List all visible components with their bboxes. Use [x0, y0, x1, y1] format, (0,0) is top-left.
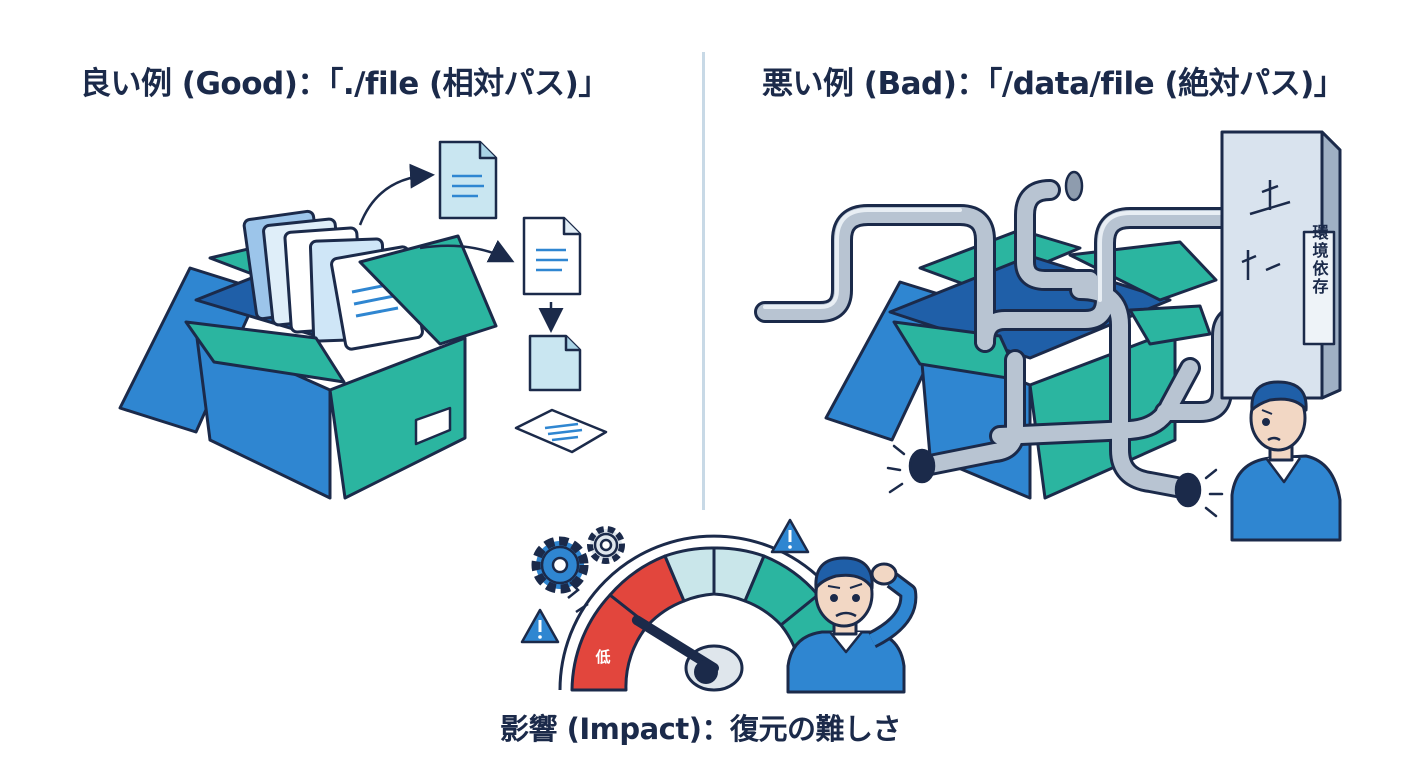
- good-example-title: 良い例 (Good)：「./file (相対パス)」: [80, 66, 609, 102]
- leak-burst-marks: [886, 444, 1224, 518]
- warning-icon: [520, 608, 560, 644]
- sign-label-char-1: 環境依存: [1310, 224, 1329, 296]
- gear-icon: [531, 536, 589, 594]
- good-open-box: [118, 209, 498, 500]
- document-icon: [438, 140, 498, 220]
- bad-example-title: 悪い例 (Bad)：「/data/file (絶対パス)」: [762, 66, 1345, 102]
- confused-person: [786, 556, 918, 694]
- gear-icon: [587, 526, 625, 564]
- document-icon: [522, 216, 582, 296]
- crack-marks: [567, 581, 589, 614]
- warning-icon: [770, 518, 810, 554]
- arrow-to-file-2: [419, 239, 515, 263]
- impact-title: 影響 (Impact)：復元の難しさ: [500, 712, 902, 746]
- flat-document-icon: [514, 408, 608, 454]
- document-icon: [528, 334, 582, 392]
- files-inside-box: [242, 209, 424, 351]
- worried-person: [1230, 380, 1342, 542]
- tangled-pipes: [754, 179, 1289, 499]
- arrow-to-file-1: [358, 163, 435, 226]
- gauge-needle: [631, 615, 719, 684]
- bad-box: [824, 228, 1218, 500]
- gauge-low-label: 低: [594, 648, 610, 666]
- environment-sign-board: [1220, 130, 1342, 400]
- section-divider: [702, 52, 705, 510]
